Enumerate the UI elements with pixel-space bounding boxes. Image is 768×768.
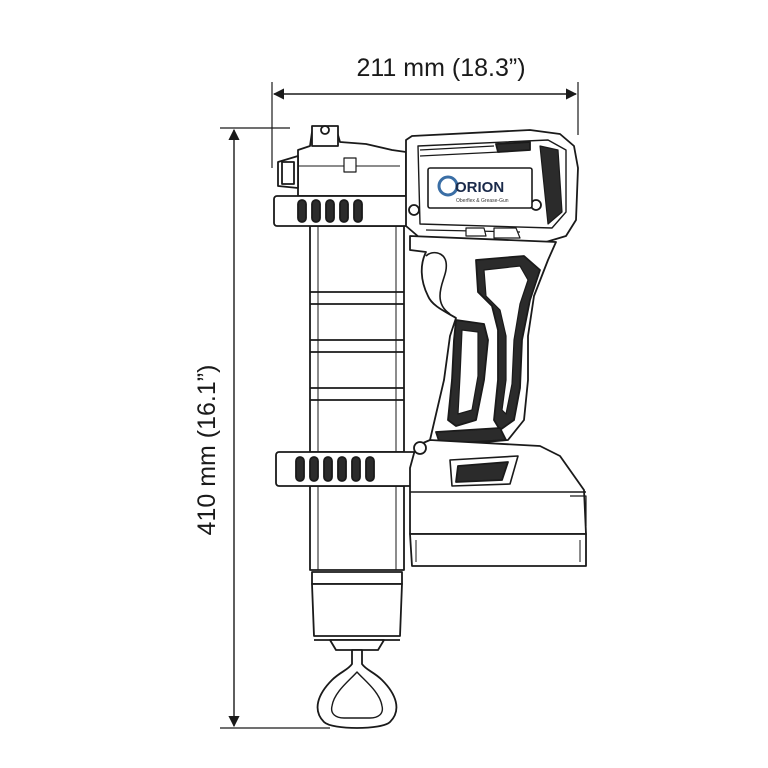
- barrel-end-cap: [311, 571, 403, 651]
- width-dimension: 211 mm (18.3”): [271, 54, 579, 168]
- handle: [409, 227, 557, 447]
- width-label: 211 mm (18.3”): [356, 54, 525, 82]
- battery-pack: [409, 439, 587, 567]
- brand-logo-plate: ORION Oberflex & Grease-Gun: [427, 167, 533, 209]
- brand-tagline: Oberflex & Grease-Gun: [456, 198, 509, 204]
- barrel: [309, 225, 405, 571]
- lower-collar: [275, 451, 417, 487]
- grease-gun-drawing: ORION Oberflex & Grease-Gun: [273, 125, 587, 729]
- upper-collar: [273, 195, 415, 227]
- t-handle: [316, 649, 398, 729]
- height-label: 410 mm (16.1”): [193, 365, 221, 536]
- height-dimension: 410 mm (16.1”): [193, 127, 330, 729]
- brand-logo-icon: [437, 175, 459, 197]
- gun-head: [277, 125, 407, 197]
- brand-name: ORION: [455, 179, 504, 196]
